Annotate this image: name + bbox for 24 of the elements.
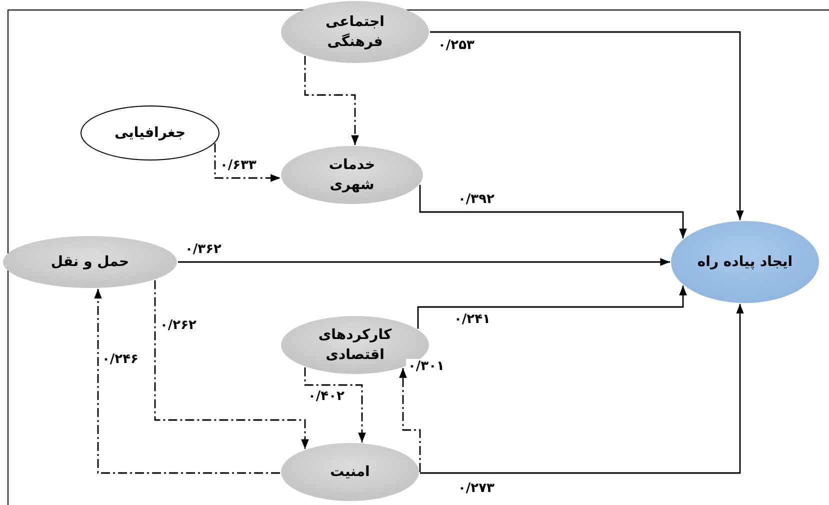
arrow xyxy=(94,288,280,474)
node-label: امنیت xyxy=(329,462,371,482)
ellipse-node xyxy=(280,442,420,502)
ellipse-node xyxy=(280,0,430,64)
node-label: کارکردهای اقتصادی xyxy=(317,326,393,365)
ellipse-node xyxy=(80,105,220,161)
node-label: جغرافیایی xyxy=(113,124,187,143)
arrow xyxy=(304,56,359,146)
node-label: اجتماعی فرهنگی xyxy=(324,12,386,52)
ellipse-node xyxy=(2,235,178,289)
node-label: حمل و نقل xyxy=(50,252,130,272)
ellipse-node xyxy=(280,145,424,205)
arrow xyxy=(214,143,280,182)
arrow xyxy=(420,304,744,474)
node-label: خدمات شهری xyxy=(328,156,376,195)
arrow xyxy=(154,280,309,450)
arrow xyxy=(304,367,366,442)
node-label: ایجاد پیاده راه xyxy=(696,252,794,272)
arrow xyxy=(178,258,670,266)
arrow xyxy=(399,368,421,472)
arrow xyxy=(430,31,744,220)
arrow xyxy=(419,184,687,238)
ellipse-node xyxy=(670,220,820,304)
arrow xyxy=(417,286,687,329)
